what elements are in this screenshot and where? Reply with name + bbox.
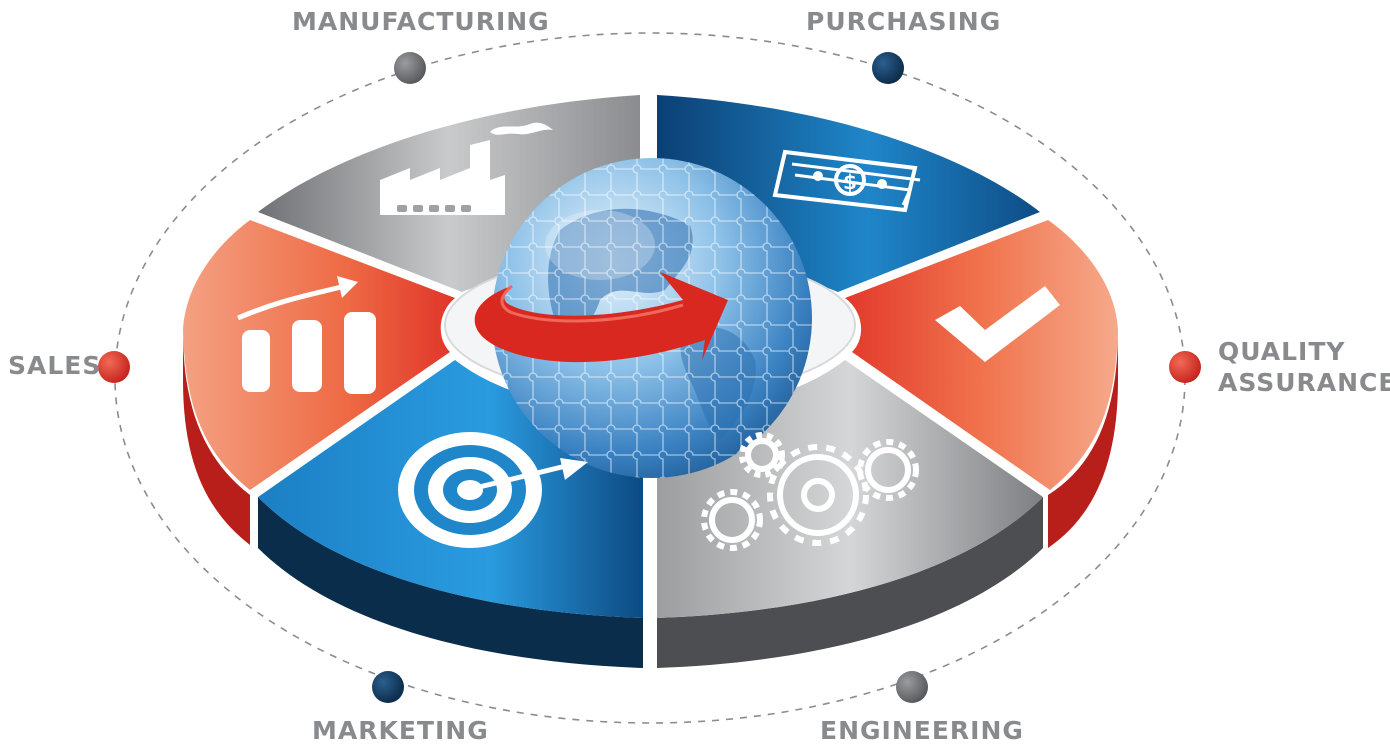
- sales-dot: [98, 351, 130, 383]
- svg-text:$: $: [843, 170, 857, 194]
- label-purchasing: PURCHASING: [806, 7, 1002, 36]
- label-quality-line2: ASSURANCE: [1218, 368, 1390, 398]
- cycle-arrow-icon: [474, 272, 728, 363]
- label-sales: SALES: [8, 351, 102, 380]
- manufacturing-dot: [394, 52, 426, 84]
- engineering-segment-side: [657, 497, 1043, 668]
- label-engineering: ENGINEERING: [820, 716, 1024, 745]
- purchasing-dot: [872, 52, 904, 84]
- label-manufacturing: MANUFACTURING: [292, 7, 550, 36]
- label-marketing: MARKETING: [312, 716, 489, 745]
- engineering-dot: [896, 671, 928, 703]
- marketing-segment-side: [258, 497, 643, 668]
- quality-dot: [1169, 351, 1201, 383]
- label-quality-assurance: QUALITY ASSURANCE: [1218, 336, 1390, 399]
- gears-icon: [701, 432, 919, 551]
- label-quality-line1: QUALITY: [1218, 337, 1346, 366]
- marketing-dot: [372, 671, 404, 703]
- money-icon: $: [772, 149, 921, 213]
- quality-segment-side: [1048, 330, 1118, 548]
- factory-icon: [380, 122, 553, 215]
- checkmark-icon: [935, 286, 1060, 362]
- sales-segment-side: [183, 330, 250, 545]
- target-icon: [398, 432, 588, 548]
- growth-chart-icon: [237, 276, 376, 394]
